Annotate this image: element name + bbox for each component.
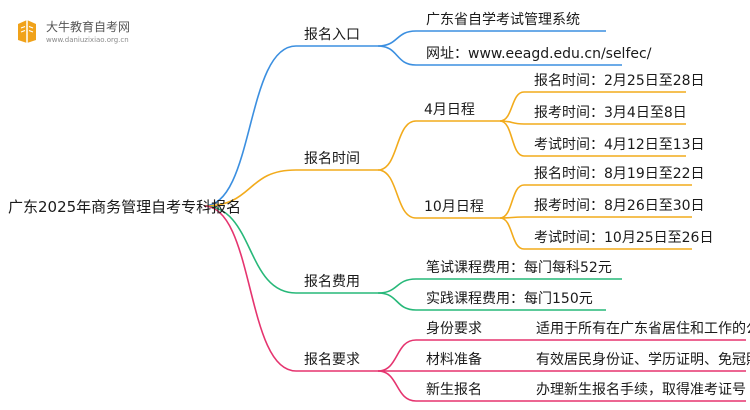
link-october-item-0 bbox=[499, 184, 525, 219]
req-identity-detail: 适用于所有在广东省居住和工作的公民 bbox=[536, 321, 750, 337]
entry-item-url[interactable]: 网址：www.eeagd.edu.cn/selfec/ bbox=[426, 46, 652, 62]
book-logo-icon bbox=[18, 20, 36, 43]
link-april-item-0 bbox=[499, 91, 525, 122]
link-req-item-2 bbox=[377, 370, 417, 402]
link-april-item-2 bbox=[499, 120, 525, 157]
req-identity-label: 身份要求 bbox=[426, 321, 482, 337]
req-newstudent-detail: 办理新生报名手续，取得准考证号 bbox=[536, 382, 746, 398]
link-time-october bbox=[377, 169, 417, 219]
link-time-april bbox=[377, 120, 417, 171]
req-materials-label: 材料准备 bbox=[426, 352, 482, 368]
april-signup-time: 报名时间：2月25日至28日 bbox=[534, 73, 705, 89]
link-entry-url bbox=[377, 45, 417, 66]
link-req-item-0 bbox=[377, 339, 417, 372]
time-group-october: 10月日程 bbox=[424, 199, 484, 215]
time-group-april: 4月日程 bbox=[424, 102, 475, 118]
link-root-fee bbox=[203, 205, 297, 294]
october-signup-time: 报名时间：8月19日至22日 bbox=[534, 166, 705, 182]
october-register-time: 报考时间：8月26日至30日 bbox=[534, 198, 705, 214]
entry-item-system: 广东省自学考试管理系统 bbox=[426, 12, 580, 28]
link-fee-written bbox=[377, 278, 417, 294]
fee-practice-course: 实践课程费用：每门150元 bbox=[426, 291, 593, 307]
april-exam-time: 考试时间：4月12日至13日 bbox=[534, 137, 705, 153]
branch-entry: 报名入口 bbox=[304, 27, 360, 43]
branch-time: 报名时间 bbox=[304, 151, 360, 167]
logo-name: 大牛教育自考网 bbox=[46, 20, 131, 34]
site-logo: 大牛教育自考网 www.daniuzixiao.org.cn bbox=[10, 14, 150, 50]
link-root-req bbox=[203, 205, 297, 372]
april-register-time: 报考时间：3月4日至8日 bbox=[534, 105, 687, 121]
link-root-time bbox=[203, 169, 297, 207]
october-exam-time: 考试时间：10月25日至26日 bbox=[534, 230, 714, 246]
branch-requirements: 报名要求 bbox=[304, 352, 360, 368]
logo-url: www.daniuzixiao.org.cn bbox=[46, 36, 129, 44]
link-october-item-2 bbox=[499, 217, 525, 250]
req-newstudent-label: 新生报名 bbox=[426, 382, 482, 398]
link-entry-system bbox=[377, 30, 417, 47]
root-topic: 广东2025年商务管理自考专科报名 bbox=[8, 198, 242, 216]
link-fee-practice bbox=[377, 292, 417, 311]
fee-written-course: 笔试课程费用：每门每科52元 bbox=[426, 260, 612, 276]
branch-fee: 报名费用 bbox=[304, 274, 360, 290]
link-root-entry bbox=[203, 45, 297, 207]
req-materials-detail: 有效居民身份证、学历证明、免冠照片 bbox=[536, 352, 750, 368]
